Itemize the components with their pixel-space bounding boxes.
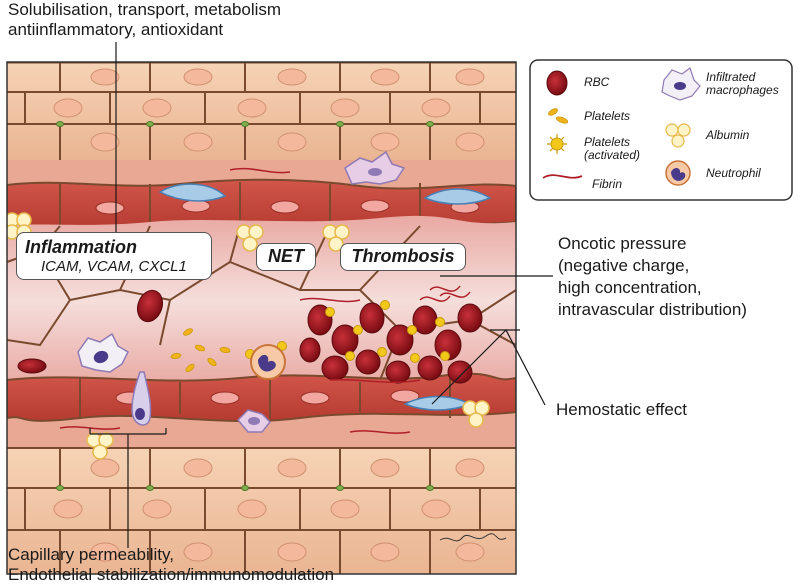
legend-macrophages-label-1: Infiltrated: [706, 70, 756, 84]
annotation-oncotic-line3: high concentration,: [558, 278, 702, 297]
pericytes: [158, 183, 492, 411]
leader-lines: [89, 42, 553, 548]
legend-fibrin-label: Fibrin: [592, 177, 623, 191]
illustration-frame: [6, 61, 517, 575]
albumin-icon: [665, 123, 691, 148]
top-tissue-cells: [7, 62, 516, 160]
legend-albumin-label: Albumin: [706, 128, 750, 142]
neutrophil-icon: [665, 160, 691, 186]
macrophage-icon: [661, 67, 701, 101]
red-blood-cells: [17, 289, 483, 384]
legend-platelets-activated-label-1: Platelets: [584, 135, 631, 149]
resting-platelets: [170, 328, 231, 373]
thrombosis-label: Thrombosis: [351, 246, 455, 266]
annotation-top-line2: antiinflammatory, antioxidant: [8, 20, 224, 39]
albumin-clusters: [7, 212, 490, 460]
thrombosis-box: Thrombosis: [340, 243, 466, 271]
transmigrating-leukocyte: [131, 371, 152, 426]
annotation-bottom-line2: Endothelial stabilization/immunomodulati…: [8, 565, 335, 584]
clot-fibrin: [299, 285, 471, 384]
annotation-oncotic-line4: intravascular distribution): [558, 300, 747, 319]
inflammation-markers: ICAM, VCAM, CXCL1: [41, 258, 187, 275]
rbc-icon: [546, 70, 568, 96]
net-label: NET: [268, 246, 304, 266]
legend-box: [529, 59, 793, 201]
fibrin-icon: [542, 174, 583, 179]
legend-rbc-label: RBC: [584, 75, 610, 89]
annotation-hemostatic: Hemostatic effect: [556, 400, 688, 419]
annotation-bottom-line1: Capillary permeability,: [8, 545, 174, 564]
net-box: NET: [256, 243, 316, 271]
legend-platelets-label: Platelets: [584, 109, 631, 123]
artist-signature: [439, 533, 507, 542]
legend-platelets-activated-label-2: (activated): [584, 148, 641, 162]
legend-icons: [542, 67, 701, 186]
bottom-tissue-cells: [7, 447, 516, 574]
annotation-oncotic-line1: Oncotic pressure: [558, 234, 687, 253]
annotation-oncotic-line2: (negative charge,: [558, 256, 690, 275]
neutrophil-net: [250, 344, 286, 380]
inflammation-title: Inflammation: [25, 237, 138, 257]
lumen-macrophage: [77, 332, 129, 373]
legend-macrophages-label-2: macrophages: [706, 83, 779, 97]
activated-platelet-icon: [547, 134, 567, 154]
vessel-illustration: [7, 62, 516, 574]
legend-neutrophil-label: Neutrophil: [706, 166, 761, 180]
interstitial-macrophage-bottom: [236, 409, 272, 433]
inflammation-box: Inflammation ICAM, VCAM, CXCL1: [16, 232, 212, 280]
platelet-icon: [548, 108, 569, 124]
interstitial-macrophage: [344, 150, 406, 185]
activated-platelets: [245, 300, 450, 363]
annotation-top-line1: Solubilisation, transport, metabolism: [8, 0, 282, 19]
